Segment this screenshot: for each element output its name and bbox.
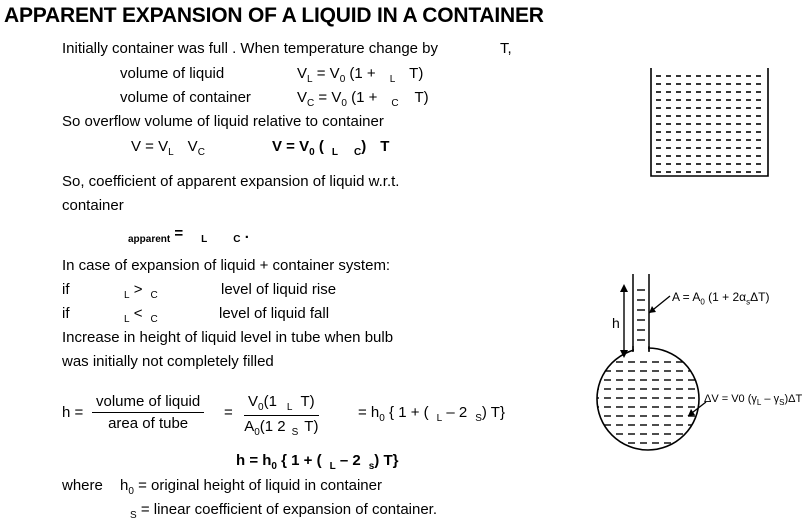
equals-sign: =	[224, 404, 233, 421]
height-line-2: was initially not completely filled	[62, 353, 274, 370]
vol-container-equation: VC = V0 (1 +C T)	[297, 89, 429, 109]
bulb-tube-diagram	[596, 274, 707, 451]
if-rise-label: if	[62, 281, 70, 298]
coefficient-line: So, coefficient of apparent expansion of…	[62, 173, 400, 190]
vol-container-label: volume of container	[120, 89, 251, 106]
intro-delta-t: T,	[500, 40, 512, 57]
intro-line: Initially container was full . When temp…	[62, 40, 439, 57]
full-container-diagram	[650, 68, 769, 177]
system-line: In case of expansion of liquid + contain…	[62, 257, 391, 274]
where-label: where	[62, 477, 103, 494]
coefficient-line-2: container	[62, 197, 124, 214]
if-rise-condition: L >C	[124, 281, 158, 301]
volume-area-fraction: volume of liquid area of tube	[92, 393, 205, 432]
h-equals: h =	[62, 404, 84, 421]
height-line: Increase in height of liquid level in tu…	[62, 329, 394, 346]
if-fall-result: level of liquid fall	[219, 305, 330, 322]
vol-liquid-equation: VL = V0 (1 +L T)	[297, 65, 424, 85]
overflow-line: So overflow volume of liquid relative to…	[62, 113, 384, 130]
h-label: h	[612, 315, 620, 331]
h0-definition: h0 = original height of liquid in contai…	[120, 477, 382, 497]
if-fall-label: if	[62, 305, 70, 322]
area-label: A = A0 (1 + 2αsΔT)	[672, 290, 770, 307]
vol-liquid-label: volume of liquid	[120, 65, 225, 82]
if-fall-condition: L <C	[124, 305, 158, 325]
s-definition: S = linear coefficient of expansion of c…	[130, 501, 438, 521]
if-rise-result: level of liquid rise	[221, 281, 337, 298]
delta-v-label: ΔV = V0 (γL – γS)ΔT	[704, 393, 803, 408]
page-title: APPARENT EXPANSION OF A LIQUID IN A CONT…	[4, 4, 544, 27]
